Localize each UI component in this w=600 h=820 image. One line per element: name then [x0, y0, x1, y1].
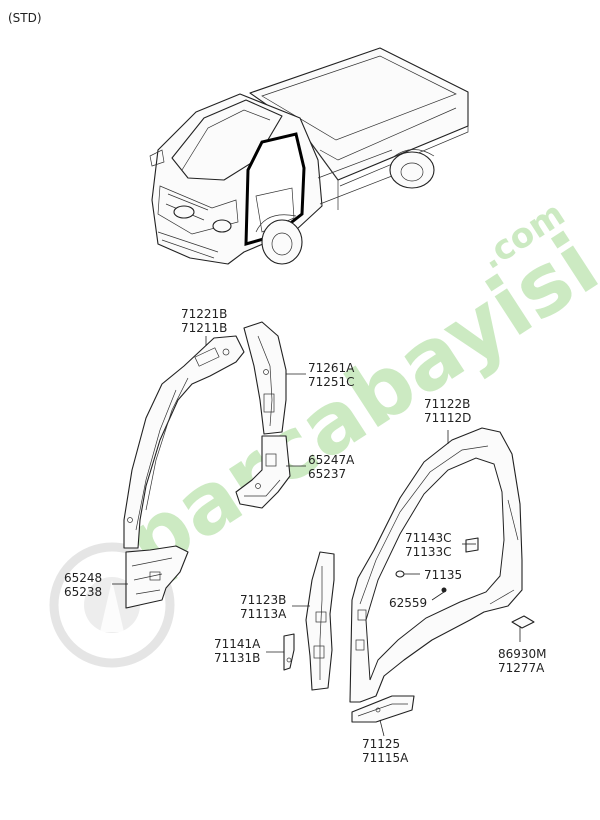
callout-clip-1: 71135 [424, 568, 462, 582]
callout-gusset-2: 71133C [405, 545, 452, 559]
callout-sill-1: 71125 [362, 737, 400, 751]
pillar-front-part [305, 551, 335, 691]
bracket-b-part [235, 435, 291, 509]
watermark-brand: parcabayisi [108, 215, 600, 592]
callout-gusset-1: 71143C [405, 531, 452, 545]
callout-pillar-a-rear-1: 71221B [181, 307, 227, 321]
pillar-b-inner-part [243, 321, 287, 435]
callout-pillar-a-rear-2: 71211B [181, 321, 227, 335]
small-bracket-part [283, 633, 295, 671]
callout-emblem-1: 86930M [498, 647, 547, 661]
leader-lines [112, 336, 521, 737]
callout-pillar-front-2: 71113A [240, 607, 287, 621]
callout-bracket-b-1: 65247A [308, 453, 355, 467]
callout-emblem-2: 71277A [498, 661, 545, 675]
callout-small-bracket-1: 71141A [214, 637, 261, 651]
callout-bracket-b-2: 65237 [308, 467, 346, 481]
emblem-part [511, 615, 535, 629]
clip-part [395, 570, 405, 578]
callout-plug-1: 62559 [389, 596, 427, 610]
callout-bracket-a-1: 65248 [64, 571, 102, 585]
callout-bracket-a-2: 65238 [64, 585, 102, 599]
callout-pillar-front-1: 71123B [240, 593, 286, 607]
callout-small-bracket-2: 71131B [214, 651, 260, 665]
truck-illustration [149, 47, 469, 265]
callout-side-outer-1: 71122B [424, 397, 470, 411]
bracket-a-part [125, 545, 189, 609]
callout-pillar-b-inner-1: 71261A [308, 361, 355, 375]
variant-label: (STD) [8, 11, 42, 25]
gusset-part [465, 537, 479, 553]
callout-sill-2: 71115A [362, 751, 409, 765]
callout-labels: 71221B 71211B 71261A 71251C 65247A 65237… [64, 307, 547, 765]
side-outer-part [349, 427, 523, 703]
plug-part [441, 587, 447, 593]
callout-pillar-b-inner-2: 71251C [308, 375, 355, 389]
pillar-a-rear-part [123, 335, 245, 549]
sill-part [351, 695, 415, 723]
callout-side-outer-2: 71112D [424, 411, 471, 425]
